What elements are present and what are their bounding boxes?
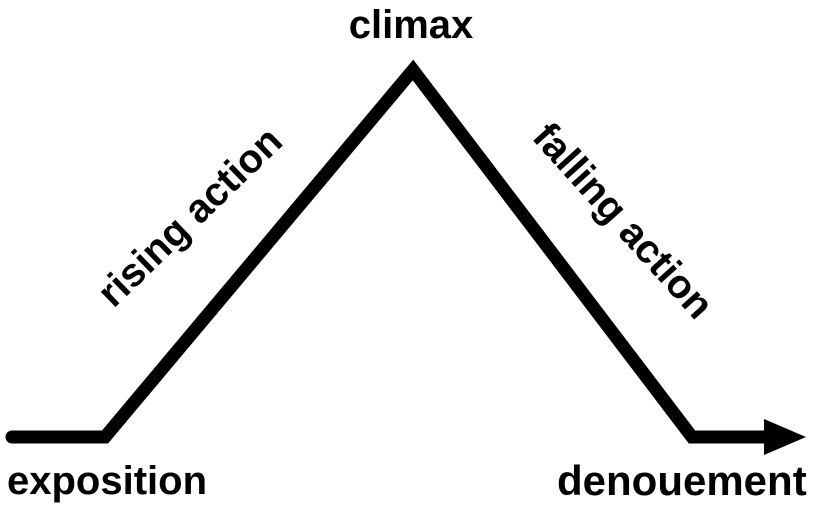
story-arc-line <box>5 59 777 444</box>
climax-label: climax <box>348 3 474 47</box>
exposition-label: exposition <box>7 459 208 503</box>
arrow-head-icon <box>764 419 806 455</box>
denouement-label: denouement <box>557 457 807 504</box>
